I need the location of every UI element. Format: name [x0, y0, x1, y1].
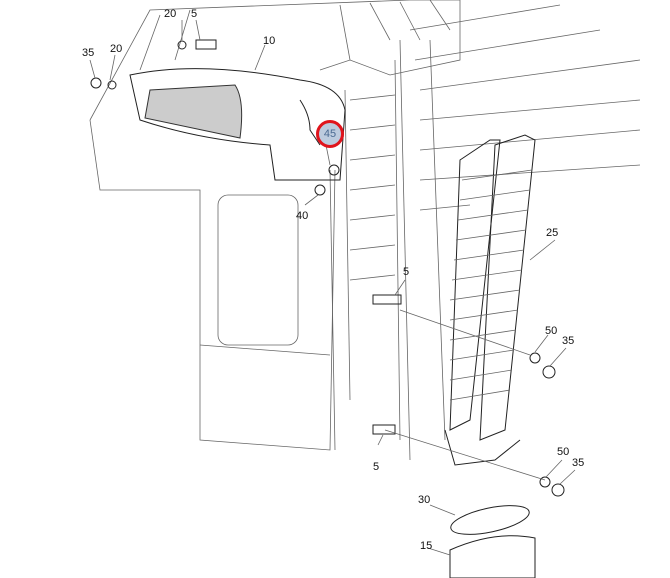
callout-5[interactable]: 5	[191, 8, 198, 20]
nut-35c	[551, 483, 565, 497]
hose-15	[449, 535, 536, 578]
air-duct-25	[444, 134, 536, 466]
nut-35b	[542, 365, 556, 379]
stud-5a	[195, 39, 217, 50]
seal-30	[450, 505, 530, 535]
stud-5c	[372, 424, 396, 435]
rear-wall	[344, 39, 446, 461]
duct-filter	[144, 84, 243, 139]
air-duct-upper	[129, 68, 346, 181]
callout-20[interactable]: 20	[110, 43, 123, 55]
cab-door	[89, 119, 336, 451]
callout-50[interactable]: 50	[545, 325, 558, 337]
washer-50b	[539, 476, 551, 488]
washer-20b	[107, 80, 117, 90]
washer-20a	[177, 40, 187, 50]
callout-20[interactable]: 20	[164, 8, 177, 20]
screw-45	[328, 164, 340, 176]
callout-50[interactable]: 50	[557, 446, 570, 458]
callout-5[interactable]: 5	[373, 461, 380, 473]
callout-40[interactable]: 40	[296, 210, 309, 222]
callout-5[interactable]: 5	[403, 266, 410, 278]
callout-35[interactable]: 35	[572, 457, 585, 469]
callout-25[interactable]: 25	[546, 227, 559, 239]
stud-5b	[372, 294, 402, 305]
callout-10[interactable]: 10	[263, 35, 276, 47]
nut-35a	[90, 77, 102, 89]
callout-15[interactable]: 15	[420, 540, 433, 552]
callout-35[interactable]: 35	[562, 335, 575, 347]
cab-roof	[89, 0, 461, 121]
washer-50a	[529, 352, 541, 364]
callout-30[interactable]: 30	[418, 494, 431, 506]
callout-45-highlighted[interactable]: 45	[316, 120, 344, 148]
callout-35[interactable]: 35	[82, 47, 95, 59]
screw-40	[314, 184, 326, 196]
door-window	[217, 194, 299, 346]
